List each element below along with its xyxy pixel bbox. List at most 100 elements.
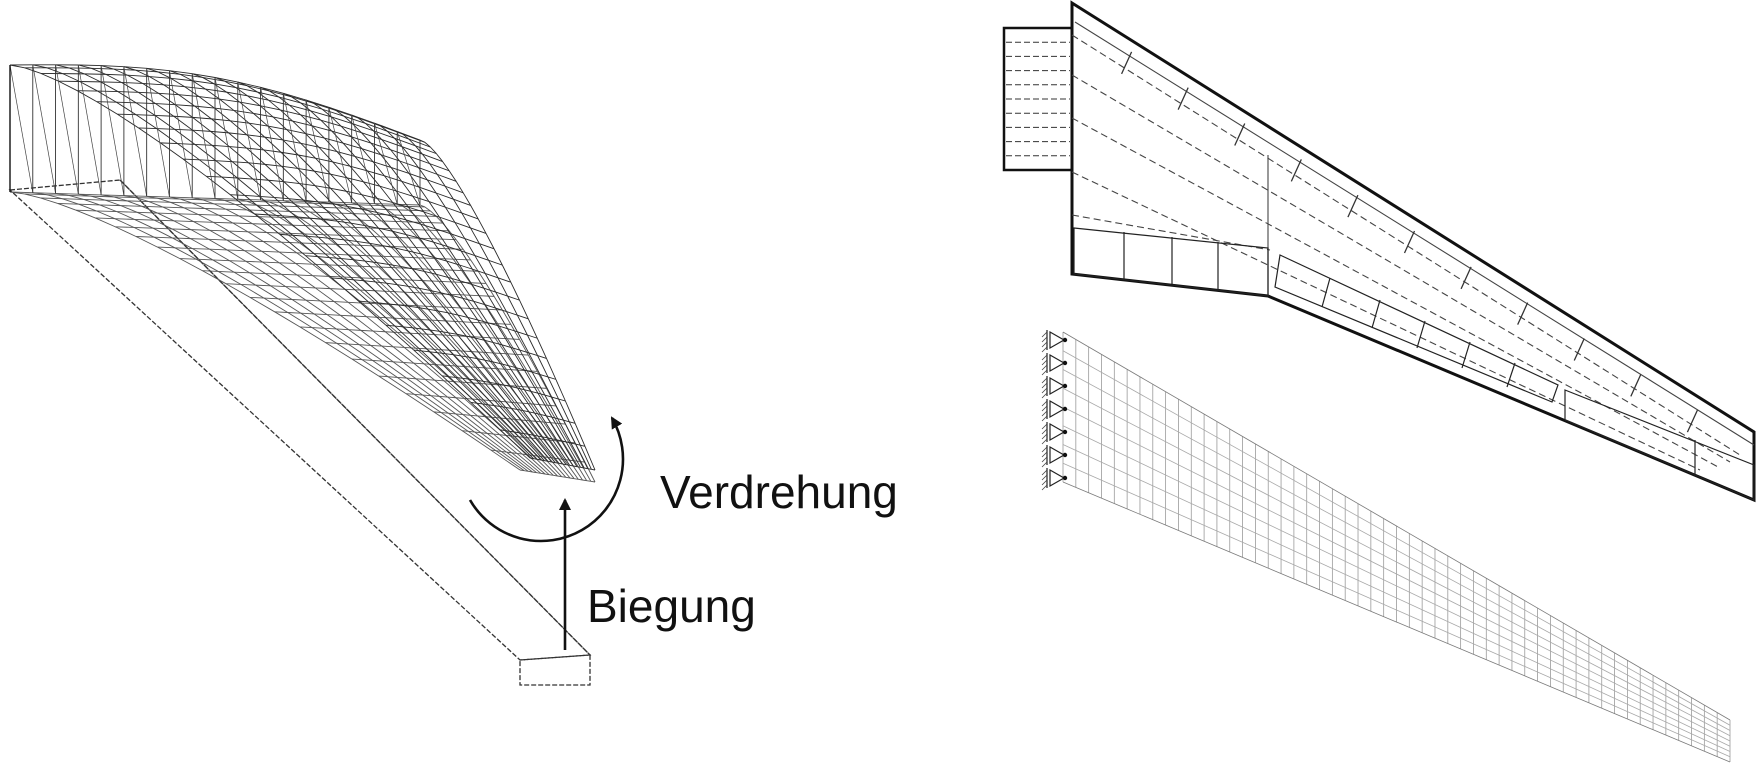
mesh-line bbox=[196, 258, 219, 272]
mesh-line bbox=[135, 236, 158, 248]
mesh-line bbox=[347, 206, 366, 226]
root-box-dashes bbox=[1006, 41, 1070, 157]
mesh-line bbox=[530, 403, 544, 423]
mesh-line bbox=[347, 301, 367, 318]
mesh-line bbox=[393, 361, 404, 363]
mesh-line bbox=[162, 206, 184, 209]
mesh-line bbox=[285, 286, 307, 301]
mesh-line bbox=[430, 329, 440, 332]
mesh-line bbox=[472, 398, 481, 401]
mesh-line bbox=[141, 205, 163, 208]
mesh-line bbox=[232, 161, 249, 164]
mesh-line bbox=[148, 201, 171, 203]
mesh-line bbox=[244, 250, 262, 252]
support-triangle bbox=[1049, 422, 1066, 442]
mesh-line bbox=[471, 283, 484, 289]
mesh-line bbox=[578, 478, 583, 481]
mesh-line bbox=[311, 327, 338, 344]
mesh-line bbox=[202, 76, 225, 82]
mesh-line bbox=[324, 137, 344, 144]
mesh-line bbox=[315, 287, 335, 302]
mesh-line bbox=[422, 221, 443, 224]
mesh-line bbox=[343, 142, 363, 150]
mesh-line bbox=[96, 210, 116, 220]
mesh-line bbox=[440, 412, 469, 432]
mesh-line bbox=[141, 205, 158, 214]
mesh-line bbox=[62, 198, 84, 200]
mesh-line bbox=[462, 249, 471, 261]
mesh-line bbox=[408, 285, 420, 289]
mesh-line bbox=[430, 146, 437, 154]
mesh-line bbox=[286, 129, 306, 134]
mesh-line bbox=[158, 92, 179, 96]
mesh-line bbox=[485, 367, 501, 386]
support-node bbox=[1062, 406, 1068, 412]
mesh-line bbox=[518, 432, 545, 461]
mesh-line bbox=[403, 326, 413, 329]
mesh-line bbox=[226, 91, 248, 97]
mesh-line bbox=[372, 161, 385, 177]
mesh-line bbox=[135, 102, 156, 105]
mesh-line bbox=[433, 256, 447, 262]
mesh-line bbox=[244, 250, 263, 263]
mesh-line bbox=[584, 467, 588, 470]
mesh-line bbox=[268, 201, 279, 207]
mesh-line bbox=[546, 415, 553, 418]
mesh-line bbox=[309, 217, 332, 239]
mesh-line bbox=[259, 196, 283, 217]
mesh-line bbox=[202, 199, 225, 201]
spar-lines bbox=[1071, 34, 1741, 471]
mesh-line bbox=[384, 331, 405, 348]
mesh-line bbox=[454, 222, 471, 229]
mesh-line bbox=[286, 129, 302, 144]
mesh-line bbox=[153, 236, 176, 249]
mesh-line bbox=[470, 336, 484, 353]
mesh-line bbox=[322, 108, 345, 117]
mesh-line bbox=[415, 215, 423, 223]
mesh-line bbox=[199, 159, 216, 162]
mesh-line bbox=[224, 80, 236, 88]
mesh-line bbox=[421, 153, 431, 164]
mesh-line bbox=[434, 293, 447, 308]
mesh-line bbox=[158, 92, 176, 106]
mesh-line bbox=[160, 142, 184, 160]
mesh-line bbox=[331, 116, 353, 125]
mesh-line bbox=[565, 441, 581, 468]
mesh-line bbox=[299, 326, 326, 344]
mesh-line bbox=[487, 322, 498, 327]
mesh-line bbox=[422, 153, 443, 162]
mesh-line bbox=[503, 384, 511, 387]
mesh-line bbox=[484, 359, 493, 363]
mesh-line bbox=[468, 430, 475, 433]
mesh-line bbox=[235, 204, 248, 211]
mesh-line bbox=[84, 73, 101, 83]
mesh-line bbox=[563, 419, 570, 423]
mesh-line bbox=[425, 379, 448, 398]
mesh-line bbox=[213, 203, 236, 205]
mesh-line bbox=[394, 137, 416, 147]
mesh-line bbox=[456, 334, 478, 359]
mesh-line bbox=[127, 74, 150, 77]
mesh-line bbox=[358, 300, 369, 303]
mesh-line bbox=[300, 114, 321, 121]
mesh-line bbox=[455, 181, 464, 194]
mesh-line bbox=[351, 358, 363, 361]
mesh-line bbox=[313, 170, 331, 189]
mesh-line bbox=[246, 147, 264, 151]
mesh-line bbox=[524, 369, 533, 373]
mesh-line bbox=[368, 301, 396, 327]
mesh-line bbox=[395, 190, 409, 208]
mesh-line bbox=[492, 361, 501, 365]
mesh-line bbox=[283, 92, 307, 101]
mesh-line bbox=[331, 116, 342, 127]
mesh-line bbox=[561, 440, 567, 443]
mesh-line bbox=[551, 416, 567, 443]
mesh-line bbox=[430, 395, 456, 415]
mesh-line bbox=[388, 264, 409, 287]
mesh-line bbox=[537, 455, 558, 477]
mesh-line bbox=[198, 214, 214, 223]
mesh-line bbox=[213, 221, 233, 224]
rib-diagonal bbox=[237, 81, 261, 201]
mesh-line bbox=[363, 181, 378, 199]
slat-tick bbox=[1403, 230, 1416, 254]
